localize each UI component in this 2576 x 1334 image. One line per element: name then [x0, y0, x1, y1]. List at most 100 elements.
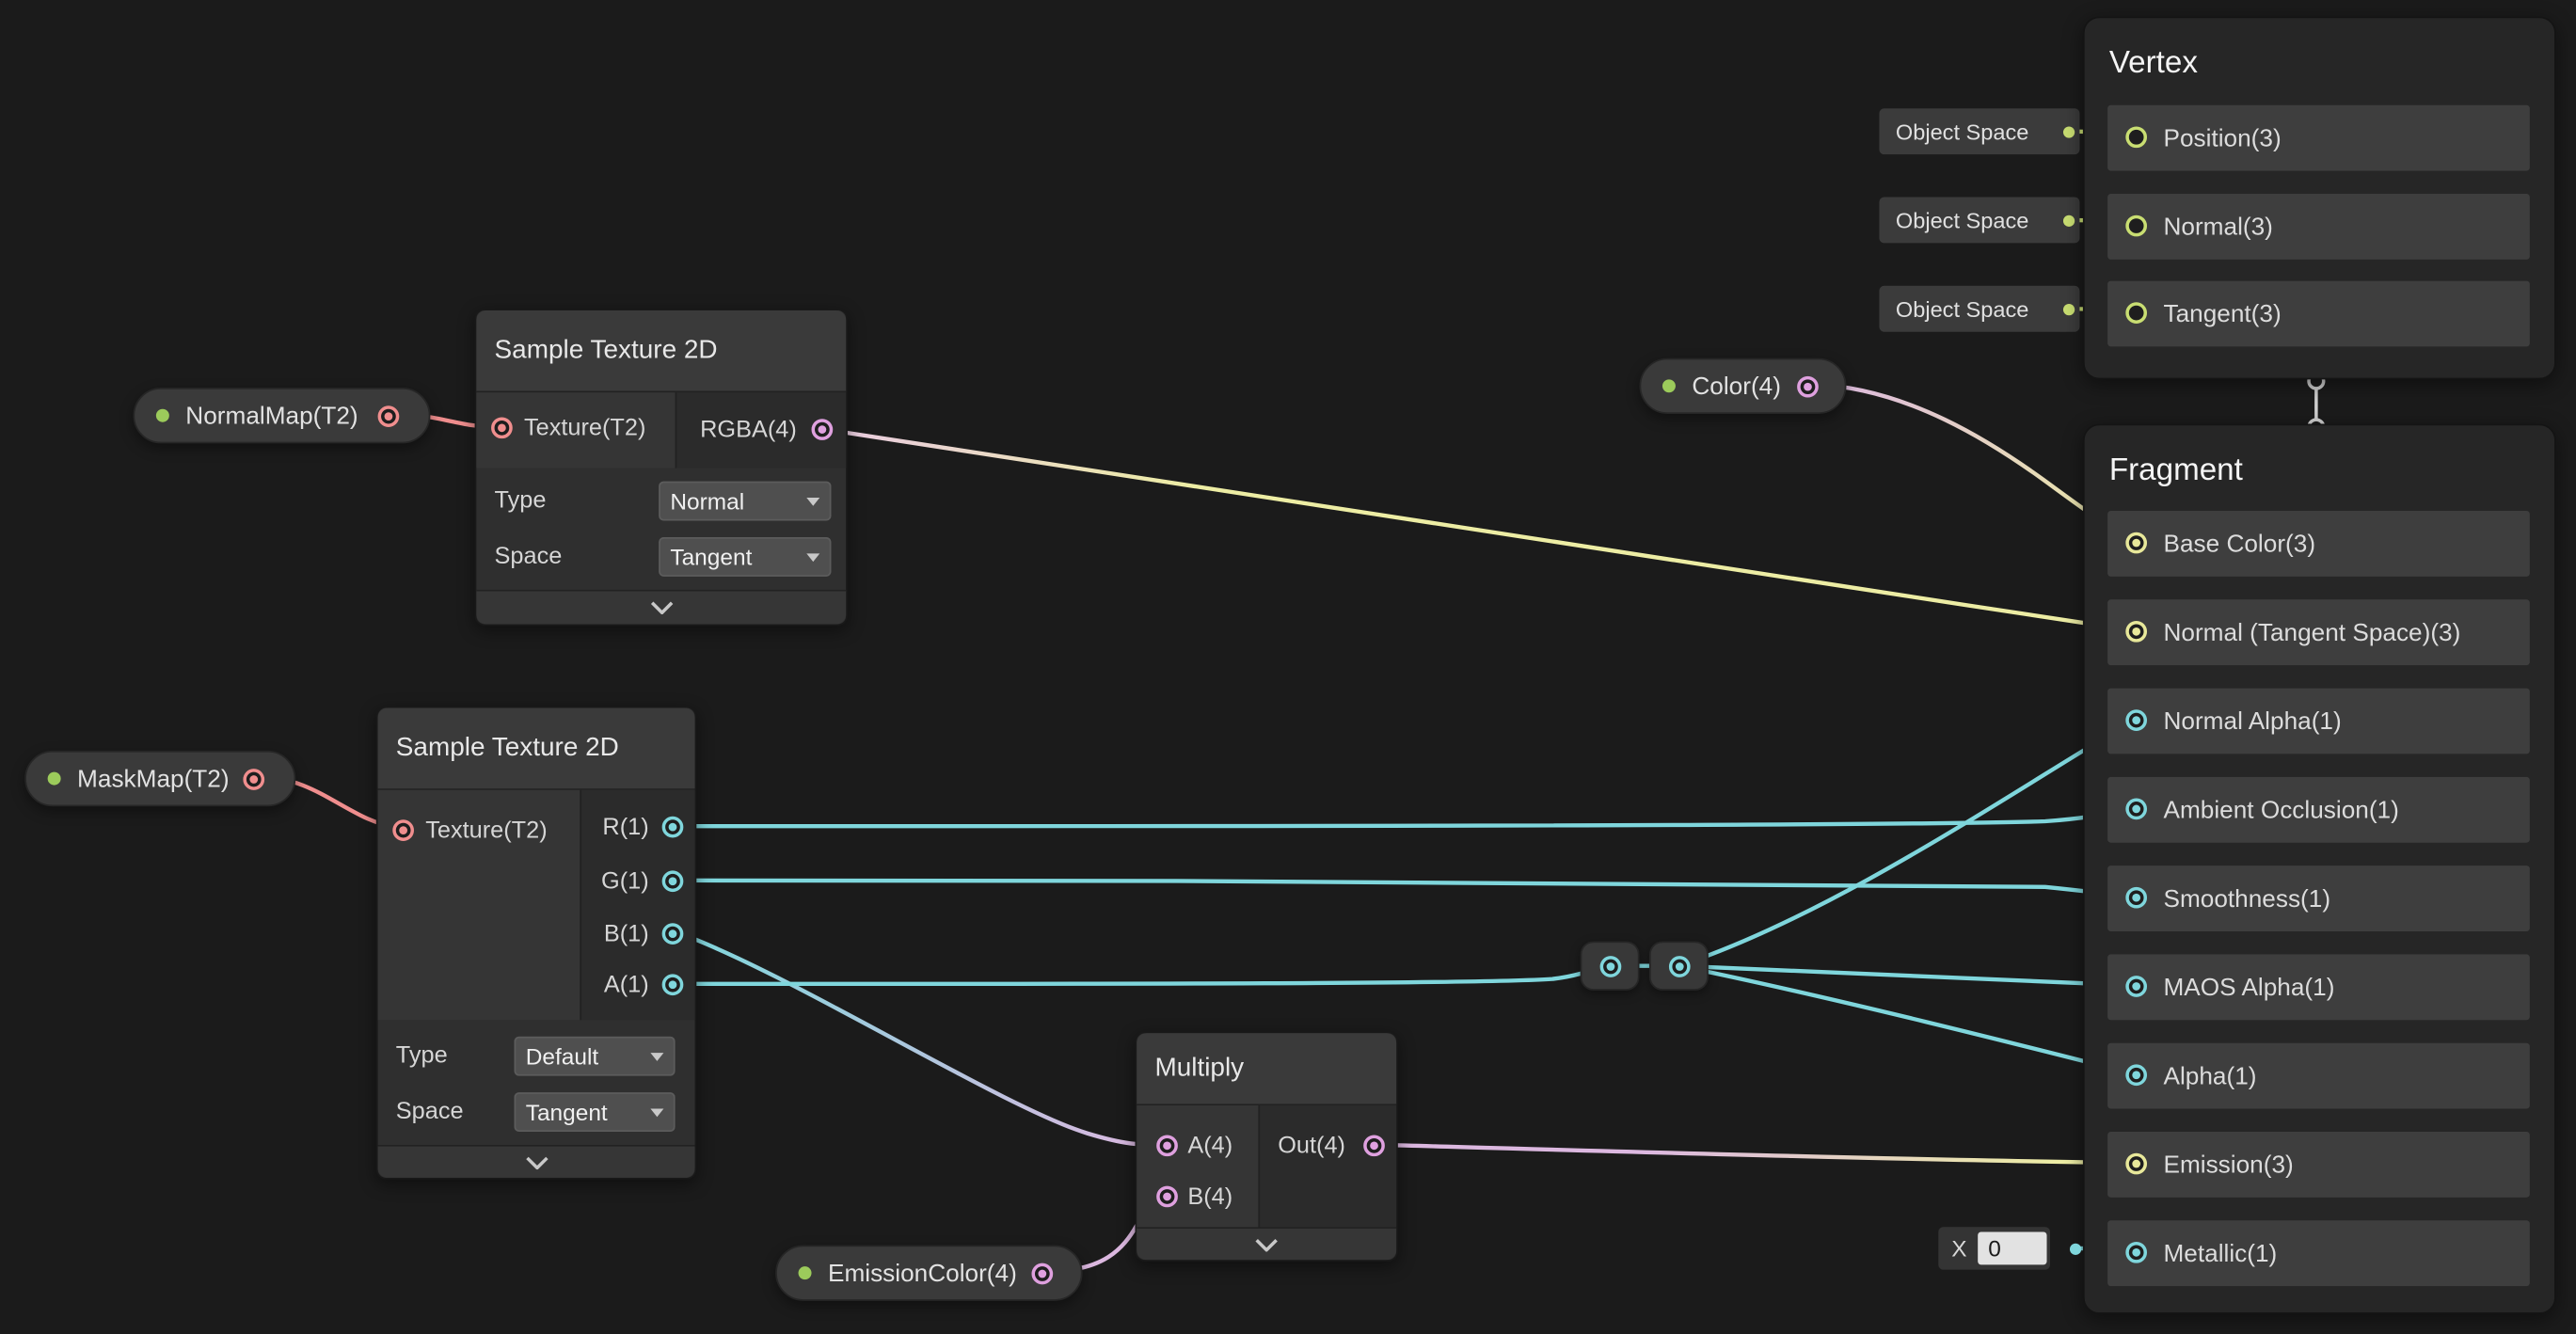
- row-alpha[interactable]: Alpha(1): [2107, 1042, 2530, 1109]
- row-maos-alpha[interactable]: MAOS Alpha(1): [2107, 954, 2530, 1021]
- rgba-output-port[interactable]: [811, 419, 834, 440]
- normal-tangent-space-input-port[interactable]: [2125, 620, 2148, 643]
- type-dropdown[interactable]: Default: [514, 1036, 676, 1076]
- g-output-label: G(1): [601, 868, 649, 896]
- object-space-box-normal[interactable]: Object Space: [1879, 197, 2080, 244]
- row-position[interactable]: Position(3): [2107, 104, 2530, 171]
- wire-multiply-out-to-emission[interactable]: [1380, 1142, 2138, 1166]
- texture-input-port[interactable]: [491, 417, 513, 439]
- out-output-label: Out(4): [1278, 1133, 1345, 1160]
- row-label: Position(3): [2163, 123, 2282, 152]
- object-space-label: Object Space: [1895, 296, 2029, 322]
- row-label: Tangent(3): [2163, 299, 2282, 328]
- object-space-box-tangent[interactable]: Object Space: [1879, 285, 2080, 332]
- maos-alpha-input-port[interactable]: [2125, 976, 2148, 997]
- fragment-block[interactable]: Fragment Base Color(3) Normal (Tangent S…: [2082, 423, 2556, 1314]
- object-space-box-position[interactable]: Object Space: [1879, 108, 2080, 155]
- node-multiply[interactable]: Multiply A(4) B(4) Out(4): [1135, 1031, 1398, 1262]
- row-label: Alpha(1): [2163, 1061, 2257, 1090]
- r-output-port[interactable]: [661, 816, 684, 838]
- normal-alpha-input-port[interactable]: [2125, 709, 2148, 731]
- alpha-input-port[interactable]: [2125, 1064, 2148, 1087]
- space-dropdown[interactable]: Tangent: [514, 1092, 676, 1132]
- chevron-down-icon: [650, 1052, 664, 1061]
- emissioncolor-output-port[interactable]: [1031, 1263, 1054, 1285]
- input-port-label: Texture(T2): [425, 818, 548, 845]
- smoothness-input-port[interactable]: [2125, 886, 2148, 909]
- normal-input-port[interactable]: [2125, 214, 2148, 237]
- wire-redirect2-to-maos-alpha[interactable]: [1677, 963, 2138, 988]
- property-label: MaskMap(T2): [77, 764, 230, 793]
- collapse-bar[interactable]: [476, 589, 847, 625]
- property-label: NormalMap(T2): [185, 401, 358, 430]
- node-sample-texture-2d-2[interactable]: Sample Texture 2D Texture(T2) R(1) G(1) …: [375, 706, 697, 1180]
- row-label: Ambient Occlusion(1): [2163, 795, 2399, 824]
- chevron-down-icon: [650, 1107, 664, 1117]
- a-output-port[interactable]: [661, 974, 684, 996]
- chevron-down-icon: [806, 497, 820, 505]
- wire-redirect2-to-normal-alpha[interactable]: [1677, 717, 2138, 968]
- g-output-port[interactable]: [661, 870, 684, 893]
- metallic-value-input[interactable]: 0: [1978, 1231, 2048, 1265]
- row-normal-alpha[interactable]: Normal Alpha(1): [2107, 688, 2530, 754]
- row-normal[interactable]: Normal(3): [2107, 194, 2530, 260]
- vertex-block-title: Vertex: [2108, 45, 2198, 81]
- space-dropdown-value: Tangent: [525, 1099, 608, 1126]
- row-normal-tangent-space[interactable]: Normal (Tangent Space)(3): [2107, 599, 2530, 666]
- node-title: Multiply: [1137, 1033, 1397, 1106]
- collapse-bar[interactable]: [377, 1144, 695, 1178]
- emission-input-port[interactable]: [2125, 1152, 2148, 1175]
- wire-r-to-ambient-occlusion[interactable]: [676, 805, 2138, 829]
- wire-b-to-multiply-a[interactable]: [676, 930, 1159, 1148]
- redirect-node-2[interactable]: [1648, 941, 1709, 991]
- property-node-emissioncolor[interactable]: EmissionColor(4): [775, 1245, 1083, 1301]
- redirect-port[interactable]: [1599, 956, 1622, 977]
- wire-g-to-smoothness[interactable]: [676, 878, 2138, 899]
- space-label: Space: [494, 543, 563, 570]
- redirect-port[interactable]: [1668, 956, 1691, 977]
- exposed-property-dot: [798, 1266, 812, 1280]
- wire-a-to-redirect1[interactable]: [676, 963, 1606, 987]
- color-output-port[interactable]: [1797, 375, 1819, 398]
- base-color-input-port[interactable]: [2125, 532, 2148, 554]
- object-space-dot: [2062, 125, 2075, 137]
- input-section: [1137, 1105, 1259, 1231]
- texture-input-port[interactable]: [392, 819, 414, 841]
- row-emission[interactable]: Emission(3): [2107, 1131, 2530, 1198]
- object-space-label: Object Space: [1895, 207, 2029, 233]
- node-title: Sample Texture 2D: [476, 310, 847, 393]
- row-label: Normal Alpha(1): [2163, 707, 2342, 736]
- maskmap-output-port[interactable]: [243, 769, 265, 790]
- a-input-port[interactable]: [1156, 1135, 1178, 1157]
- normalmap-output-port[interactable]: [377, 405, 400, 427]
- collapse-chevron-icon[interactable]: [648, 601, 675, 615]
- row-label: Normal(3): [2163, 213, 2273, 241]
- type-label: Type: [494, 487, 547, 515]
- tangent-input-port[interactable]: [2125, 302, 2148, 324]
- wire-rgba-to-normal-tangent-space[interactable]: [829, 428, 2138, 633]
- node-sample-texture-2d-1[interactable]: Sample Texture 2D Texture(T2) RGBA(4) Ty…: [474, 309, 848, 627]
- out-output-port[interactable]: [1363, 1135, 1385, 1157]
- b-output-port[interactable]: [661, 923, 684, 945]
- space-dropdown[interactable]: Tangent: [659, 536, 832, 577]
- row-tangent[interactable]: Tangent(3): [2107, 280, 2530, 347]
- position-input-port[interactable]: [2125, 126, 2148, 149]
- collapse-chevron-icon[interactable]: [1253, 1238, 1280, 1251]
- redirect-node-1[interactable]: [1580, 941, 1640, 991]
- row-smoothness[interactable]: Smoothness(1): [2107, 866, 2530, 931]
- row-metallic[interactable]: Metallic(1): [2107, 1220, 2530, 1287]
- property-node-normalmap[interactable]: NormalMap(T2): [133, 388, 431, 444]
- row-ambient-occlusion[interactable]: Ambient Occlusion(1): [2107, 776, 2530, 843]
- b-input-port[interactable]: [1156, 1185, 1178, 1208]
- exposed-property-dot: [1662, 379, 1676, 393]
- property-node-color[interactable]: Color(4): [1639, 357, 1847, 414]
- property-node-maskmap[interactable]: MaskMap(T2): [24, 750, 296, 807]
- type-dropdown[interactable]: Normal: [659, 481, 832, 521]
- vertex-block[interactable]: Vertex Position(3) Normal(3) Tangent(3): [2082, 16, 2556, 380]
- collapse-bar[interactable]: [1137, 1227, 1397, 1261]
- row-base-color[interactable]: Base Color(3): [2107, 511, 2530, 577]
- collapse-chevron-icon[interactable]: [523, 1155, 549, 1169]
- metallic-input-port[interactable]: [2125, 1241, 2148, 1263]
- ambient-occlusion-input-port[interactable]: [2125, 798, 2148, 820]
